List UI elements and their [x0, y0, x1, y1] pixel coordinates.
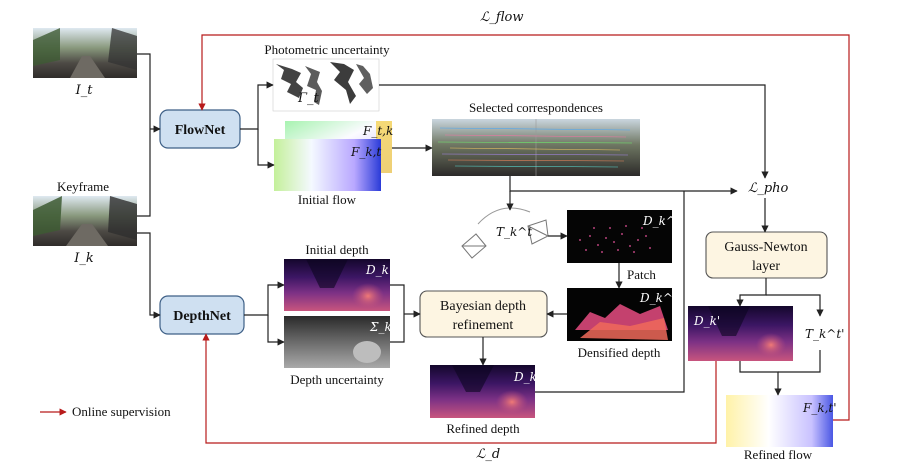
initial-depth-label: D_k^0	[365, 263, 407, 277]
refined-flow-image	[726, 395, 833, 447]
refined-depth-image	[430, 365, 535, 418]
selected-correspondences-image	[432, 119, 640, 176]
legend-online-supervision: Online supervision	[72, 404, 171, 419]
patch-label: Patch	[627, 267, 656, 282]
loss-flow-label: ℒ_flow	[480, 10, 524, 25]
initial-depth-image	[284, 259, 390, 311]
photometric-uncertainty-label: Γ_t	[297, 91, 320, 106]
bayesian-line2: refinement	[453, 318, 514, 333]
flownet-label: FlowNet	[175, 123, 226, 138]
frame-t-label: I_t	[75, 83, 94, 98]
keyframe-label: I_k	[73, 251, 94, 266]
flownet-module: FlowNet	[159, 109, 241, 149]
black-connectors	[137, 53, 824, 396]
refined-flow-caption: Refined flow	[744, 447, 813, 462]
loss-pho-label: ℒ_pho	[748, 181, 789, 196]
gauss-newton-line2: layer	[752, 259, 780, 274]
depth-uncertainty-label: Σ_k	[369, 320, 392, 334]
depth-uncertainty-caption: Depth uncertainty	[290, 372, 384, 387]
pose-label: T_k^t	[496, 225, 532, 239]
depth-uncertainty-image	[284, 316, 390, 368]
refined-depth-label: D_k	[513, 370, 537, 384]
loss-d-label: ℒ_d	[476, 447, 500, 462]
photometric-uncertainty-caption: Photometric uncertainty	[264, 42, 390, 57]
sparse-depth-image	[567, 210, 672, 263]
legend: Online supervision	[40, 404, 171, 419]
gn-depth-label: D_k'	[693, 314, 720, 328]
photometric-uncertainty-image	[272, 58, 380, 112]
sparse-depth-label: D_k^s	[642, 214, 682, 228]
initial-flow-caption: Initial flow	[298, 192, 357, 207]
gn-depth-image	[688, 306, 793, 361]
depthnet-module: DepthNet	[159, 295, 245, 335]
bayesian-refinement-module: Bayesian depth refinement	[419, 290, 548, 338]
initial-flow-front-image	[274, 139, 381, 191]
initial-flow-front-label: F_k,t	[350, 145, 381, 159]
frame-t-image	[33, 28, 137, 78]
refined-flow-label: F_k,t'	[802, 401, 837, 415]
bayesian-line1: Bayesian depth	[440, 299, 526, 314]
refined-depth-caption: Refined depth	[446, 421, 520, 436]
initial-flow-back-label: F_t,k	[362, 124, 393, 138]
depthnet-label: DepthNet	[173, 309, 231, 324]
densified-depth-image	[567, 288, 672, 341]
supervision-connectors	[198, 34, 850, 444]
densified-depth-caption: Densified depth	[578, 345, 661, 360]
initial-depth-caption: Initial depth	[305, 242, 369, 257]
keyframe-image	[33, 196, 137, 246]
refined-pose-label: T_k^t'	[805, 327, 844, 341]
densified-depth-label: D_k^s'	[639, 291, 682, 305]
selected-correspondences-caption: Selected correspondences	[469, 100, 603, 115]
keyframe-caption: Keyframe	[57, 179, 109, 194]
gauss-newton-line1: Gauss-Newton	[724, 240, 807, 255]
gauss-newton-module: Gauss-Newton layer	[705, 231, 828, 279]
